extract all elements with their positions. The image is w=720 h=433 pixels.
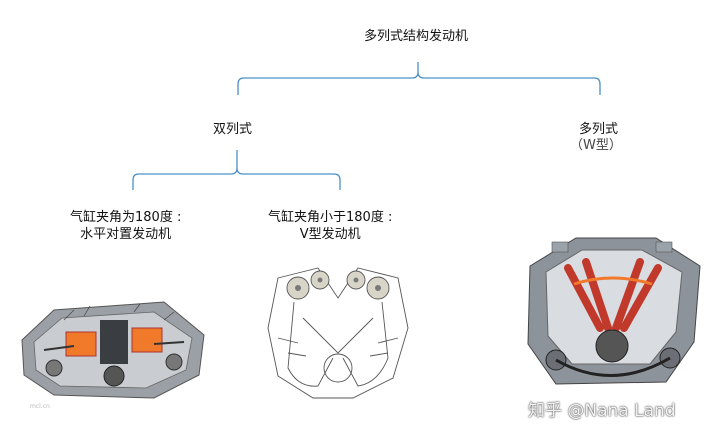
double-title: 双列式 <box>213 122 253 137</box>
v-engine-line-drawing <box>267 267 409 399</box>
boxer-line1: 气缸夹角为180度 : <box>70 210 182 225</box>
v-label: 气缸夹角小于180度 : V型发动机 <box>268 209 392 243</box>
multi-subtitle: （W型） <box>570 138 622 153</box>
double-brace <box>132 150 341 190</box>
w-engine-image <box>527 237 701 385</box>
boxer-engine-image <box>21 301 205 399</box>
small-watermark: mcl.cn <box>30 403 50 410</box>
multi-title: 多列式 <box>579 122 619 137</box>
v-line2: V型发动机 <box>299 227 361 242</box>
zhihu-watermark: 知乎 @Nana Land <box>528 401 676 421</box>
boxer-line2: 水平对置发动机 <box>80 227 172 242</box>
root-brace <box>237 62 601 95</box>
boxer-label: 气缸夹角为180度 : 水平对置发动机 <box>70 209 181 243</box>
root-title: 多列式结构发动机 <box>364 29 469 44</box>
v-line1: 气缸夹角小于180度 : <box>268 210 393 225</box>
